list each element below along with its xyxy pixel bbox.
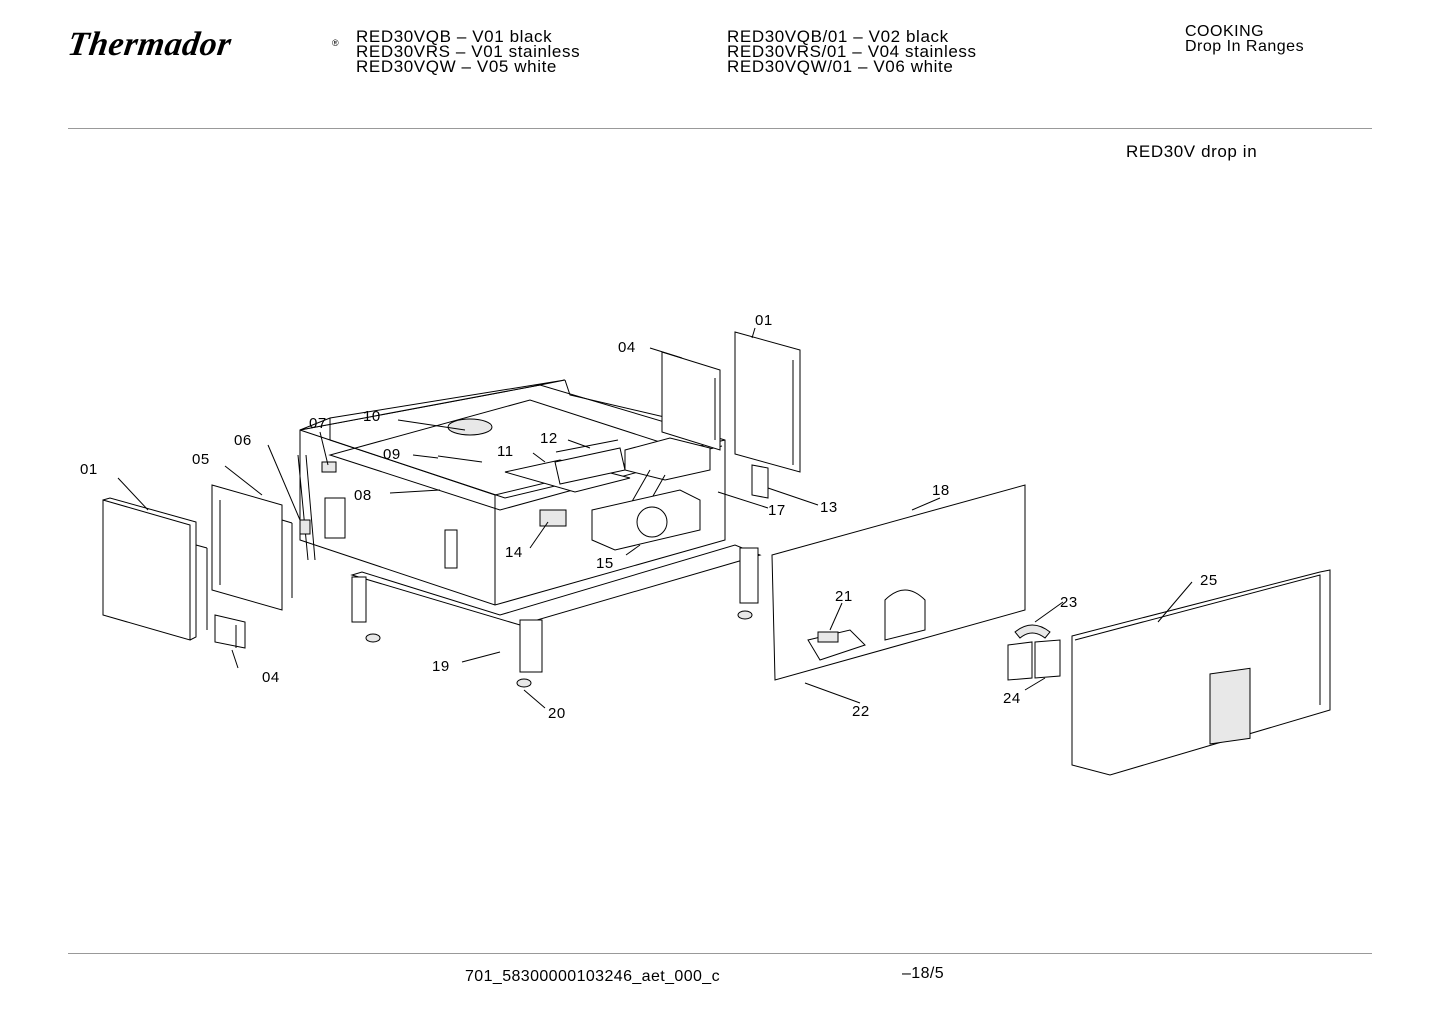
terminal-10 [447,418,493,436]
rear-panel-01 [734,331,801,473]
callout-24: 24 [1003,690,1021,707]
callout-19: 19 [432,658,450,675]
callout-20: 20 [548,705,566,722]
model-line: RED30VRS/01 – V04 stainless [727,42,977,61]
diagram-title: RED30V drop in [1126,142,1258,161]
callout-07: 07 [309,415,327,432]
registered-mark: ® [332,38,339,48]
model-list-col1: RED30VQB – V01 black RED30VRS – V01 stai… [356,27,581,76]
element-cover-11 [504,447,631,493]
junction-box-21 [807,629,866,661]
left-side-panel-01 [102,497,208,641]
callout-10: 10 [363,408,381,425]
leader-lines [117,327,1193,709]
clip-23 [1014,624,1051,639]
model-list-col2: RED30VQB/01 – V02 black RED30VRS/01 – V0… [727,27,977,76]
callout-17: 17 [768,502,786,519]
document-code: 701_58300000103246_aet_000_c [465,968,721,985]
callout-14: 14 [505,544,523,561]
base-frame-19 [350,544,762,688]
callout-23: 23 [1060,594,1078,611]
callout-09: 09 [383,446,401,463]
model-line: RED30VQB/01 – V02 black [727,27,949,46]
header-divider [68,128,1372,129]
category-block: COOKING Drop In Ranges [1185,23,1305,55]
callout-01-top: 01 [755,312,773,329]
model-line: RED30VQB – V01 black [356,27,553,46]
callout-18: 18 [932,482,950,499]
rear-panel-04 [661,351,721,451]
bracket-07 [321,461,337,473]
category-label: COOKING [1185,23,1265,40]
footer-divider [68,953,1372,954]
callout-25: 25 [1200,572,1218,589]
callout-08: 08 [354,487,372,504]
callout-labels: 01 04 05 06 07 08 09 10 11 12 13 14 15 1… [80,312,1218,722]
model-line: RED30VRS – V01 stainless [356,42,581,61]
vent-duct-17 [624,437,711,511]
vent-slots-left [324,497,458,569]
callout-11: 11 [497,443,514,460]
strip-12 [555,439,619,453]
bracket-13 [751,464,769,499]
callout-12: 12 [540,430,558,447]
side-panel-25 [1071,569,1331,776]
range-body [299,379,726,606]
callout-04-top: 04 [618,339,636,356]
left-side-panel-05 [211,484,293,611]
callout-04-bottom: 04 [262,669,280,686]
model-line: RED30VQW – V05 white [356,57,557,76]
bracket-06 [297,454,316,561]
subcategory-label: Drop In Ranges [1185,38,1305,55]
back-panel-18 [771,484,1026,681]
switch-14 [539,509,567,527]
callout-15: 15 [596,555,614,572]
control-box-15 [591,489,701,551]
cord-09 [437,455,483,463]
callout-01-left: 01 [80,461,98,478]
model-line: RED30VQW/01 – V06 white [727,57,954,76]
bracket-24 [1007,639,1061,681]
callout-06: 06 [234,432,252,449]
bracket-04-left [214,614,246,649]
page-number: –18/5 [902,965,945,982]
callout-22: 22 [852,703,870,720]
callout-05: 05 [192,451,210,468]
callout-21: 21 [835,588,853,605]
callout-13: 13 [820,499,838,516]
